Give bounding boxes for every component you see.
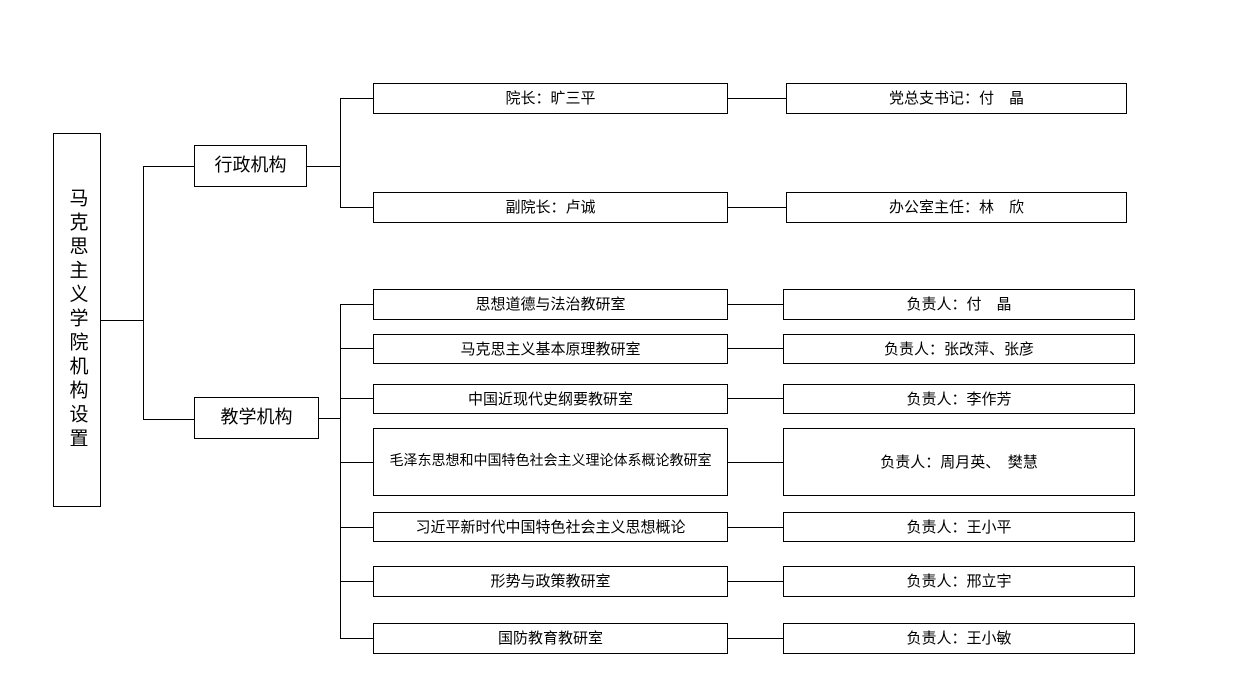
connector-admin-row-1 [340,98,373,99]
connector-teaching-row-6 [340,581,373,582]
connector-admin-spine [340,98,341,208]
connector-teaching-row-1 [340,304,373,305]
connector-admin-stub [307,166,340,167]
teaching-unit-box-4[interactable]: 毛泽东思想和中国特色社会主义理论体系概论教研室 [373,428,728,496]
teaching-unit-box-2[interactable]: 马克思主义基本原理教研室 [373,334,728,364]
teaching-unit-label-2: 马克思主义基本原理教研室 [460,339,641,358]
connector-teaching-pair-3 [728,398,783,399]
connector-trunk-to-admin [143,166,194,167]
teaching-unit-label-1: 思想道德与法治教研室 [475,295,626,314]
connector-root-stub [101,320,143,321]
root-node-label: 马克思主义学院机构设置 [66,188,89,452]
teaching-person-box-7[interactable]: 负责人：王小敏 [783,623,1135,654]
teaching-person-box-5[interactable]: 负责人：王小平 [783,512,1135,542]
root-node[interactable]: 马克思主义学院机构设置 [53,133,101,507]
admin-unit-label-2: 副院长：卢诚 [505,198,596,217]
teaching-person-label-4: 负责人：周月英、 樊慧 [880,452,1038,471]
admin-unit-box-2[interactable]: 副院长：卢诚 [373,192,728,223]
admin-person-label-2: 办公室主任：林 欣 [888,198,1024,217]
connector-teaching-spine [340,304,341,638]
teaching-person-label-6: 负责人：邢立宇 [906,572,1012,591]
teaching-person-label-1: 负责人：付 晶 [906,295,1012,314]
teaching-unit-label-6: 形势与政策教研室 [490,572,611,591]
teaching-unit-box-1[interactable]: 思想道德与法治教研室 [373,289,728,320]
connector-teaching-row-5 [340,527,373,528]
teaching-unit-label-4: 毛泽东思想和中国特色社会主义理论体系概论教研室 [389,453,712,470]
teaching-unit-box-6[interactable]: 形势与政策教研室 [373,566,728,597]
connector-root-trunk [143,166,144,420]
teaching-person-label-3: 负责人：李作芳 [906,389,1012,408]
connector-teaching-pair-2 [728,348,783,349]
teaching-person-box-3[interactable]: 负责人：李作芳 [783,384,1135,414]
connector-teaching-row-7 [340,638,373,639]
connector-teaching-pair-4 [728,462,783,463]
connector-trunk-to-teaching [143,419,194,420]
connector-teaching-row-2 [340,348,373,349]
teaching-person-label-2: 负责人：张改萍、张彦 [883,339,1034,358]
teaching-person-box-1[interactable]: 负责人：付 晶 [783,289,1135,320]
teaching-unit-label-5: 习近平新时代中国特色社会主义思想概论 [415,517,686,536]
teaching-unit-label-3: 中国近现代史纲要教研室 [467,389,633,408]
connector-teaching-row-3 [340,398,373,399]
connector-teaching-row-4 [340,462,373,463]
branch-node-administrative-label: 行政机构 [214,154,287,176]
teaching-person-box-6[interactable]: 负责人：邢立宇 [783,566,1135,597]
teaching-person-label-7: 负责人：王小敏 [906,629,1012,648]
teaching-unit-box-5[interactable]: 习近平新时代中国特色社会主义思想概论 [373,512,728,542]
connector-admin-pair-1 [728,98,786,99]
branch-node-administrative[interactable]: 行政机构 [194,145,307,187]
branch-node-teaching[interactable]: 教学机构 [194,397,319,439]
branch-node-teaching-label: 教学机构 [220,406,293,428]
teaching-unit-box-3[interactable]: 中国近现代史纲要教研室 [373,384,728,414]
connector-admin-row-2 [340,207,373,208]
admin-unit-label-1: 院长：旷三平 [505,89,596,108]
admin-person-box-2[interactable]: 办公室主任：林 欣 [786,192,1127,223]
connector-teaching-pair-7 [728,638,783,639]
admin-person-label-1: 党总支书记：付 晶 [888,89,1024,108]
admin-person-box-1[interactable]: 党总支书记：付 晶 [786,83,1127,114]
connector-teaching-pair-6 [728,581,783,582]
connector-admin-pair-2 [728,207,786,208]
teaching-person-box-2[interactable]: 负责人：张改萍、张彦 [783,334,1135,364]
admin-unit-box-1[interactable]: 院长：旷三平 [373,83,728,114]
teaching-person-label-5: 负责人：王小平 [906,517,1012,536]
teaching-unit-label-7: 国防教育教研室 [497,629,603,648]
connector-teaching-pair-1 [728,304,783,305]
teaching-person-box-4[interactable]: 负责人：周月英、 樊慧 [783,428,1135,496]
connector-teaching-stub [319,418,340,419]
teaching-unit-box-7[interactable]: 国防教育教研室 [373,623,728,654]
connector-teaching-pair-5 [728,527,783,528]
